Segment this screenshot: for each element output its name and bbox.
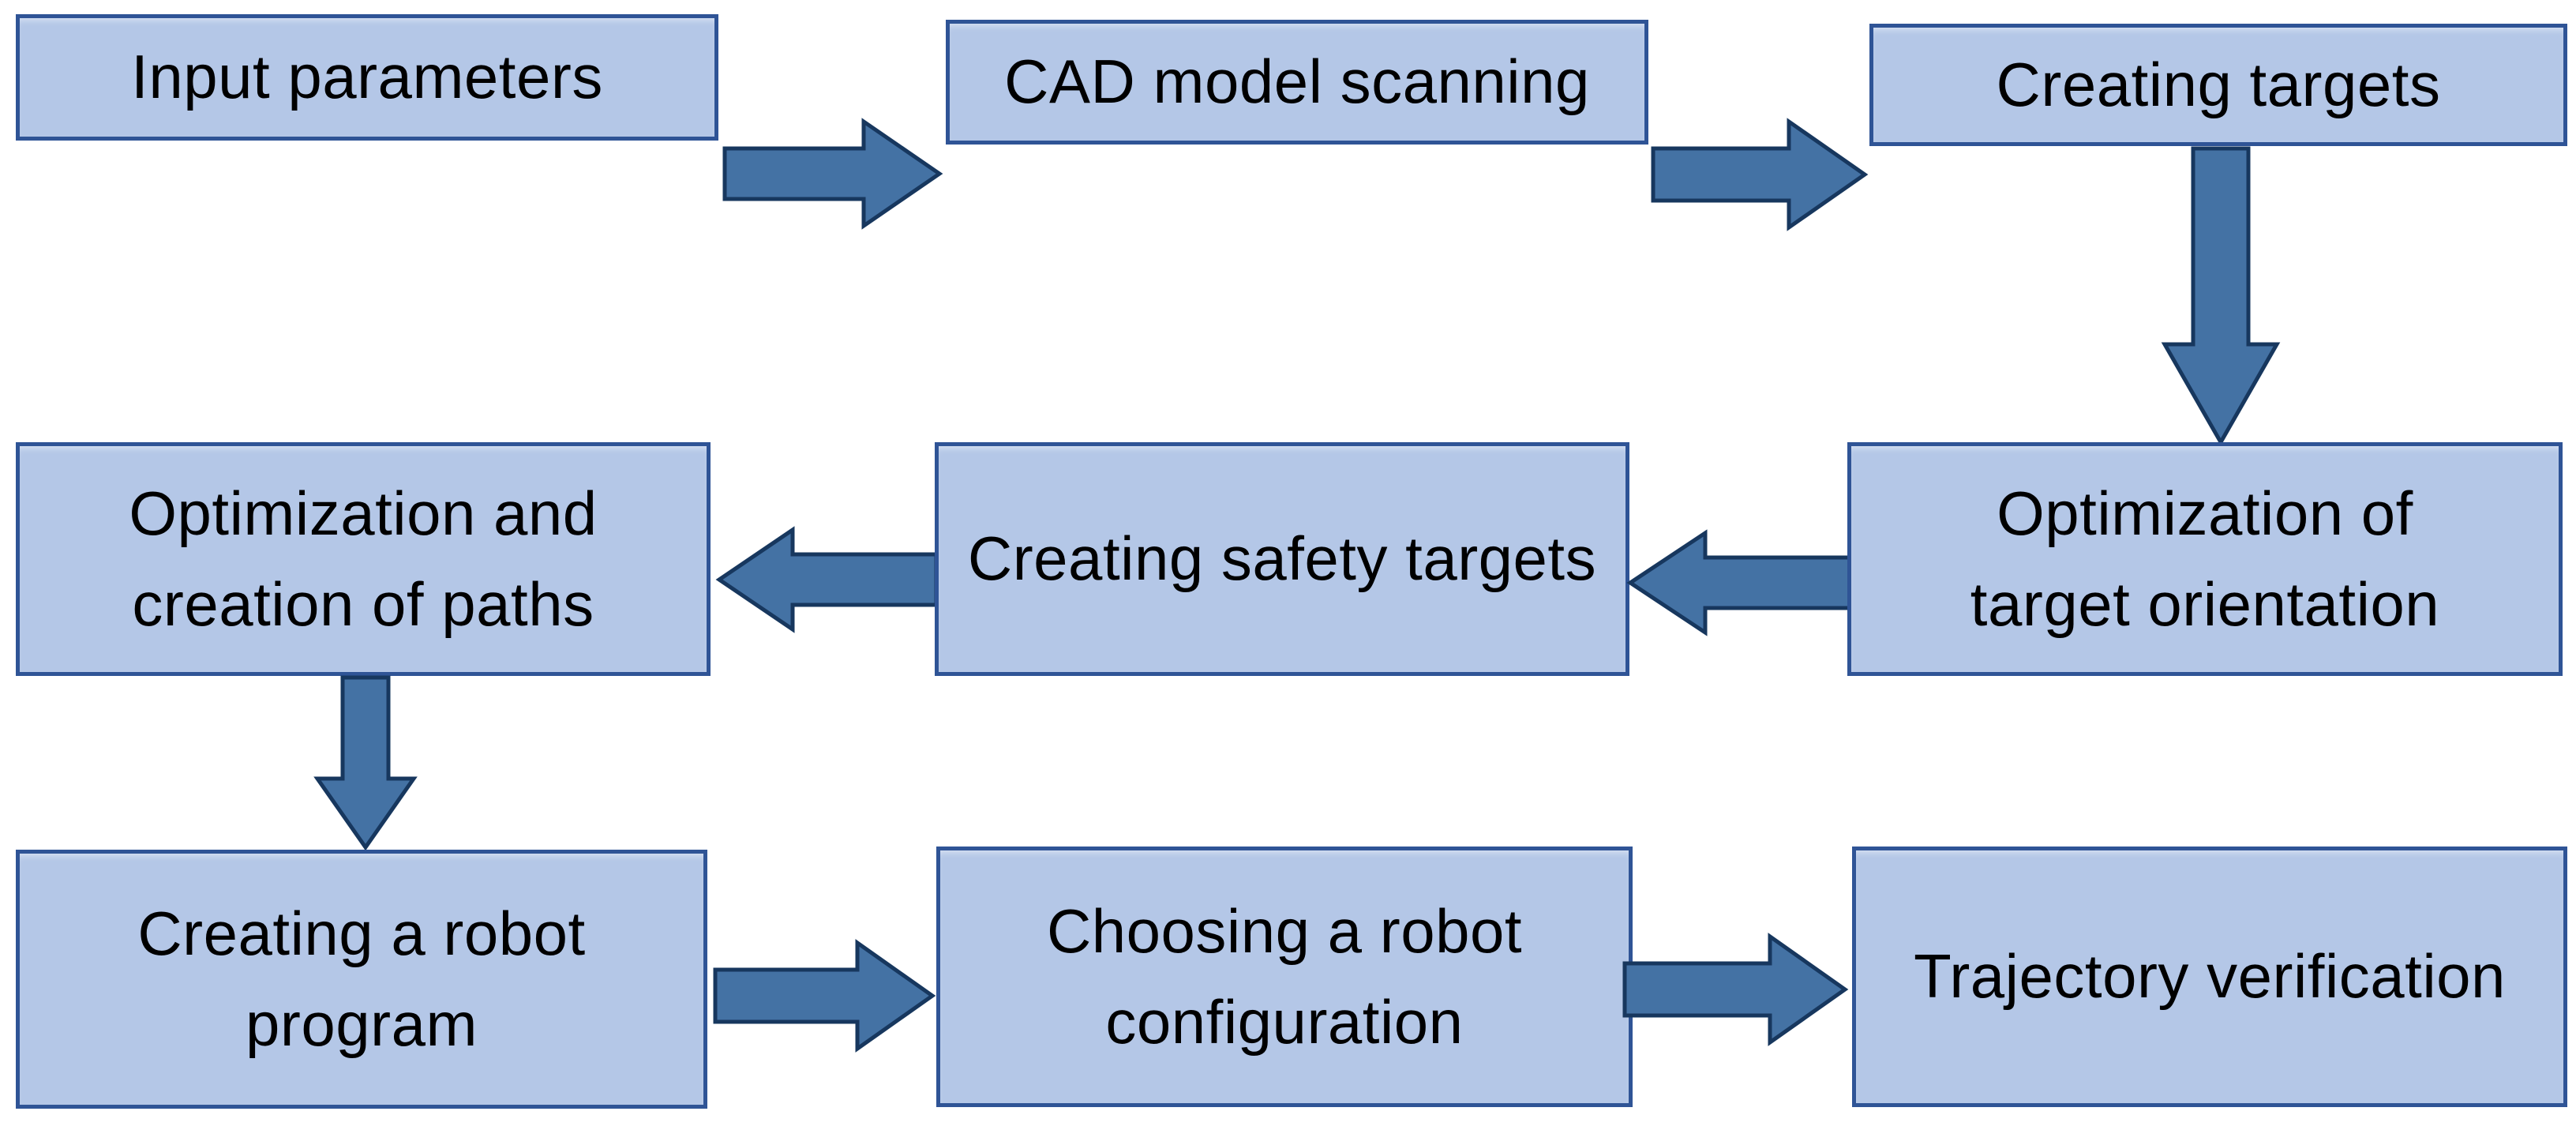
arrow-input-to-cad xyxy=(722,118,943,230)
node-optimization-target-orientation[interactable]: Optimization of target orientation xyxy=(1847,442,2563,676)
arrow-safety-to-paths xyxy=(715,526,939,633)
arrow-paths-to-program xyxy=(313,675,418,851)
node-cad-model-scanning[interactable]: CAD model scanning xyxy=(946,20,1648,145)
node-label: CAD model scanning xyxy=(1004,47,1590,117)
node-label: Creating safety targets xyxy=(967,524,1597,594)
arrow-cad-to-targets xyxy=(1651,118,1869,231)
node-label: Input parameters xyxy=(131,42,603,112)
node-label: Creating targets xyxy=(1996,49,2441,119)
node-creating-robot-program[interactable]: Creating a robot program xyxy=(16,850,707,1109)
node-creating-targets[interactable]: Creating targets xyxy=(1869,24,2567,146)
node-label: Creating a robot program xyxy=(137,898,586,1059)
node-label: Choosing a robot configuration xyxy=(1046,895,1523,1057)
arrow-configuration-to-trajectory xyxy=(1622,933,1849,1046)
node-input-parameters[interactable]: Input parameters xyxy=(16,14,718,141)
node-label: Trajectory verification xyxy=(1914,941,2506,1012)
arrow-program-to-configuration xyxy=(713,939,936,1053)
node-choosing-robot-configuration[interactable]: Choosing a robot configuration xyxy=(936,847,1633,1107)
arrow-targets-to-orientation xyxy=(2161,146,2281,447)
node-label: Optimization and creation of paths xyxy=(129,478,598,639)
arrow-orientation-to-safety xyxy=(1626,529,1853,636)
node-creating-safety-targets[interactable]: Creating safety targets xyxy=(935,442,1629,676)
node-trajectory-verification[interactable]: Trajectory verification xyxy=(1852,847,2567,1107)
node-optimization-creation-paths[interactable]: Optimization and creation of paths xyxy=(16,442,711,676)
node-label: Optimization of target orientation xyxy=(1970,478,2440,639)
